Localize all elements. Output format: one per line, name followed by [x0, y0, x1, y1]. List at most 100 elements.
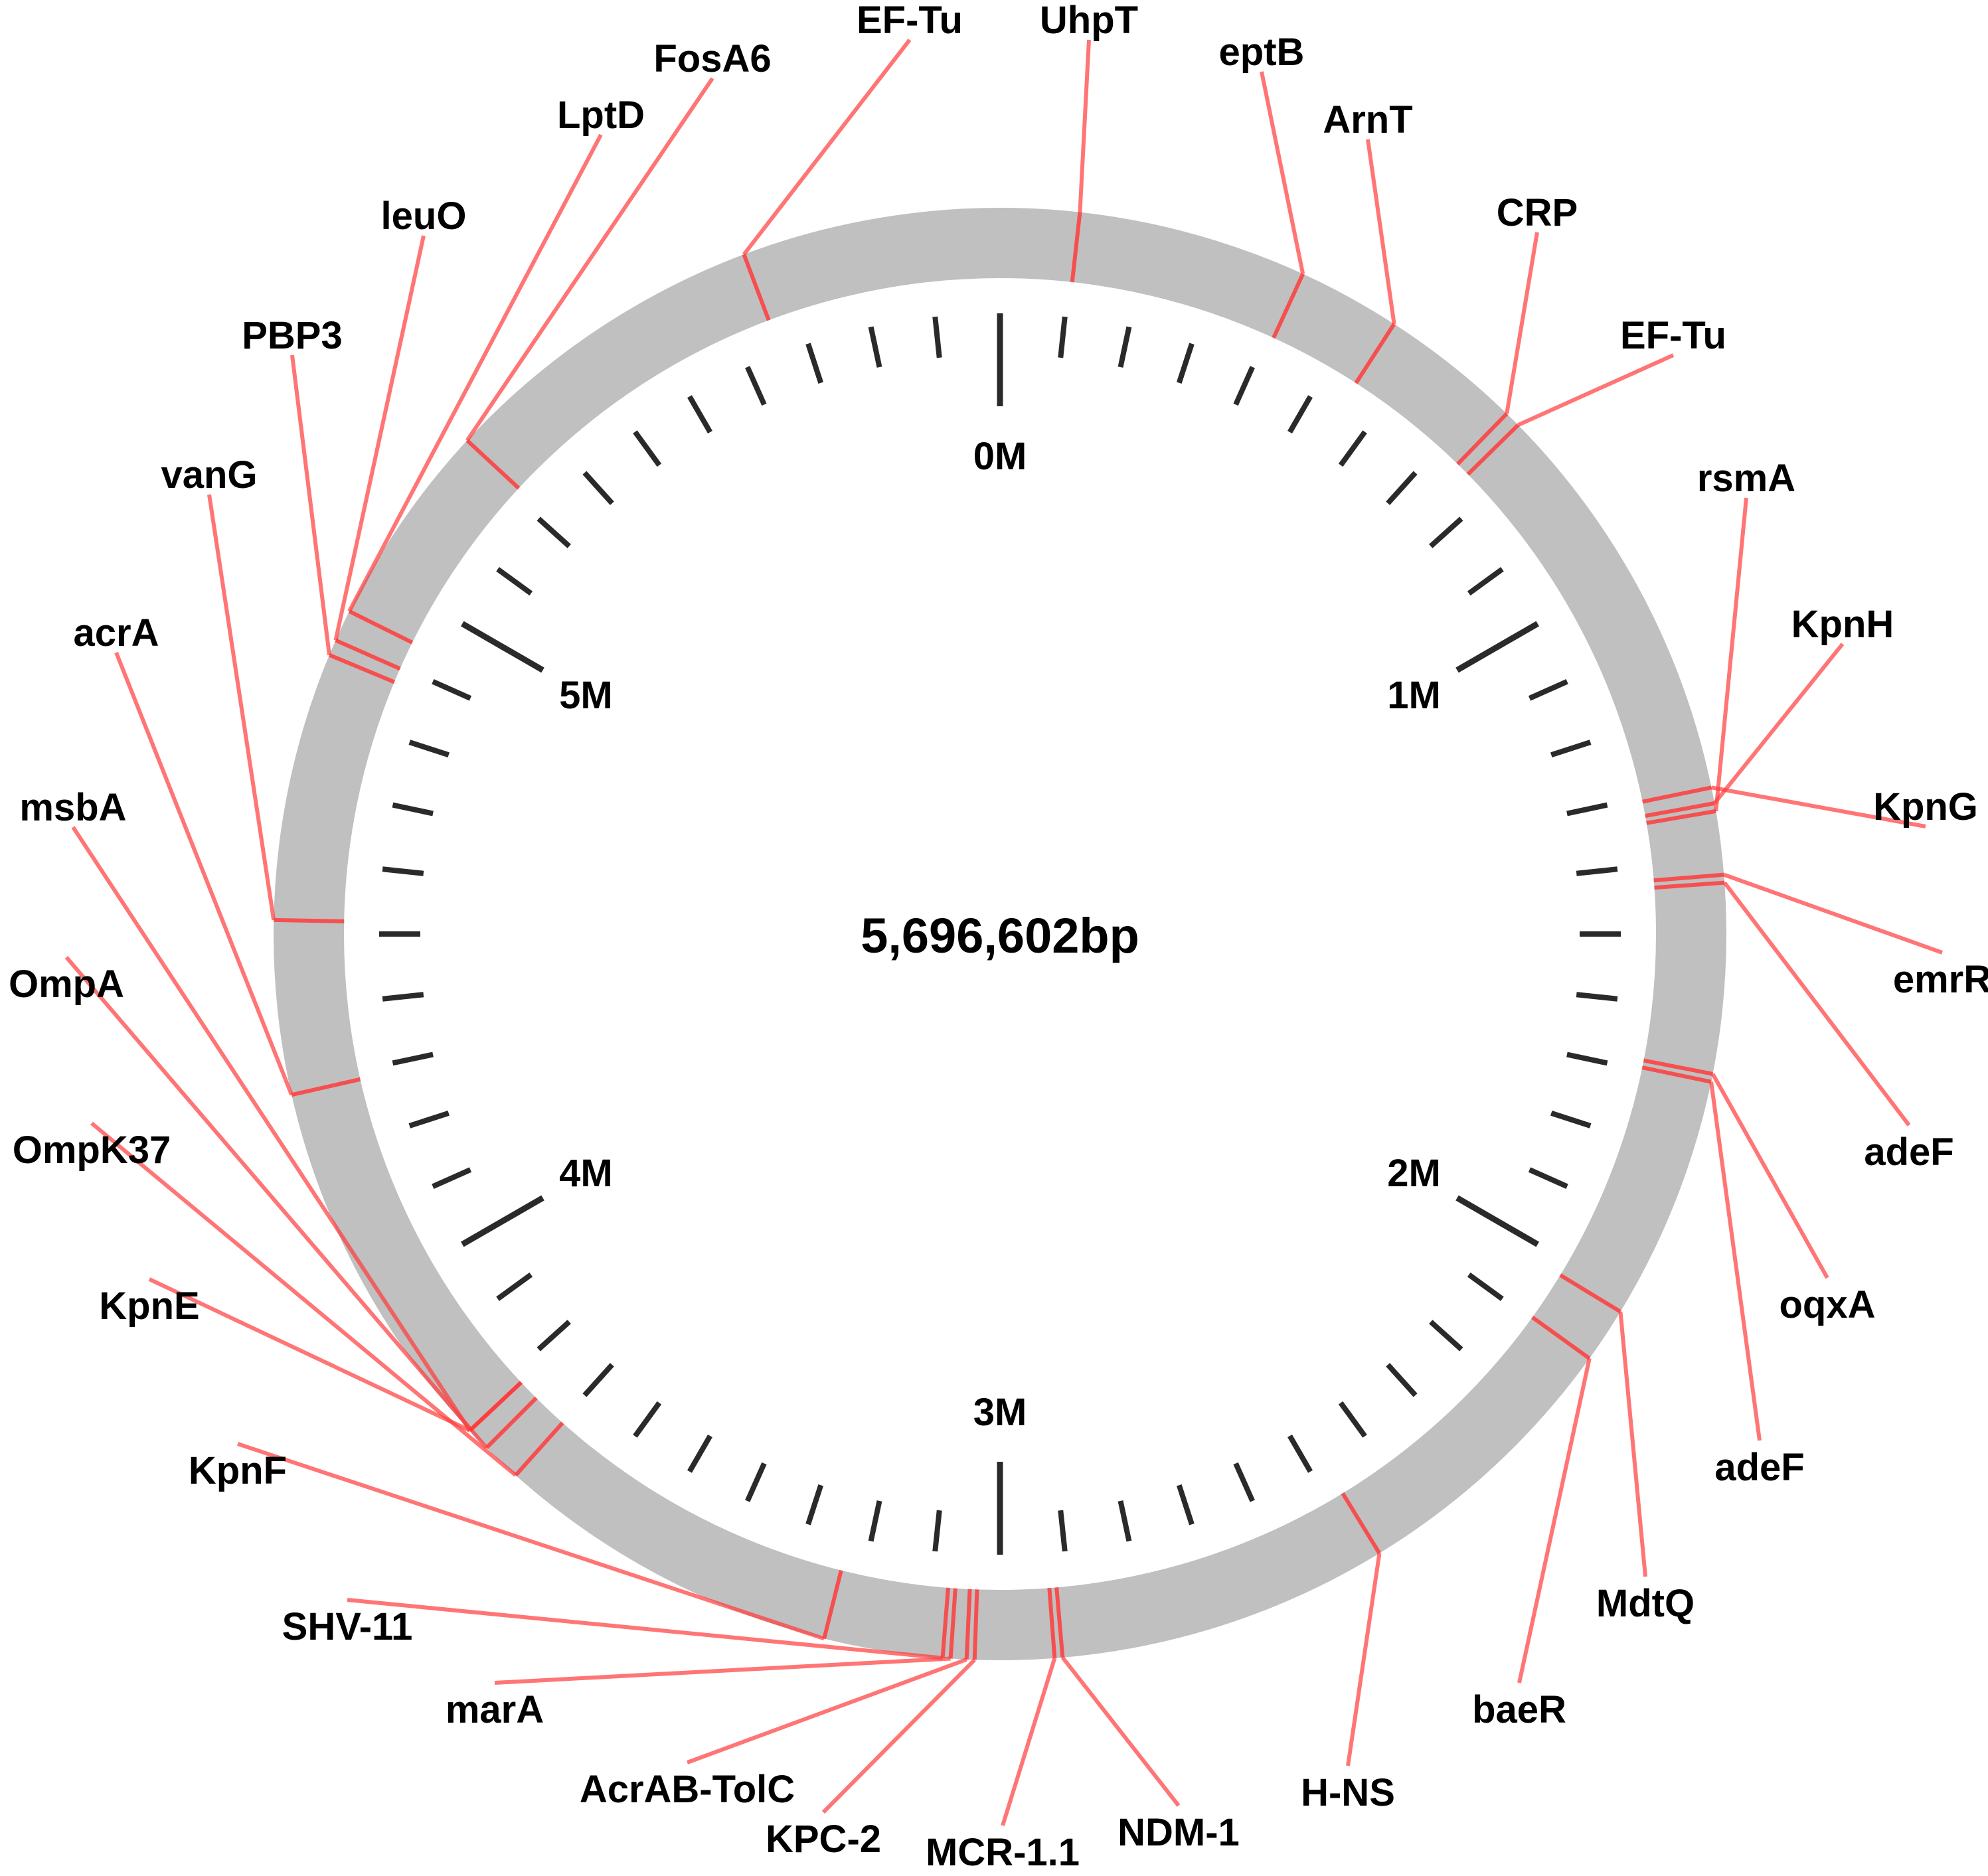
minor-tick	[687, 1435, 712, 1473]
gene-connector	[1078, 39, 1091, 212]
minor-tick	[1528, 679, 1568, 701]
gene-marker	[1456, 412, 1509, 466]
minor-tick	[1338, 430, 1367, 467]
minor-tick	[1338, 1401, 1367, 1438]
minor-tick	[582, 1363, 614, 1397]
minor-tick	[805, 343, 824, 384]
gene-label: CRP	[1497, 191, 1578, 234]
minor-tick	[432, 1167, 472, 1189]
gene-label: MdtQ	[1596, 1582, 1695, 1625]
gene-marker	[1641, 1065, 1712, 1084]
gene-labels: UhpTeptBArnTCRPEF-TursmAKpnHKpnGemrRadeF…	[9, 0, 1988, 1874]
gene-connector	[114, 651, 293, 1096]
minor-tick	[868, 1500, 882, 1542]
gene-connector	[465, 77, 714, 442]
minor-tick	[408, 1110, 450, 1129]
gene-connector	[64, 956, 489, 1449]
gene-label: emrR	[1893, 958, 1988, 1001]
major-tick	[1455, 621, 1539, 673]
gene-marker	[291, 1077, 361, 1097]
gene-label: UhpT	[1040, 0, 1138, 42]
position-ticks	[379, 313, 1621, 1555]
gene-marker	[1466, 424, 1520, 476]
gene-label: adeF	[1864, 1131, 1953, 1174]
gene-connector	[1505, 232, 1539, 414]
minor-tick	[1386, 471, 1418, 505]
minor-tick	[382, 992, 424, 1002]
gene-marker	[1559, 1273, 1621, 1314]
gene-connector	[90, 1121, 517, 1477]
minor-tick	[1233, 1462, 1255, 1502]
genome-ring-group	[274, 208, 1726, 1660]
minor-tick	[496, 1272, 533, 1301]
gene-label: MCR-1.1	[926, 1831, 1080, 1874]
gene-connector	[71, 826, 472, 1432]
gene-connector	[1709, 1081, 1762, 1441]
gene-connector	[494, 1656, 951, 1685]
gene-connector	[1618, 1311, 1647, 1577]
gene-connector	[347, 1598, 943, 1660]
gene-connector	[1366, 139, 1396, 325]
minor-tick	[1576, 866, 1618, 876]
gene-label: EF-Tu	[857, 0, 963, 42]
gene-connector	[742, 39, 912, 256]
gene-label: baeR	[1472, 1688, 1566, 1731]
minor-tick	[1287, 1435, 1313, 1473]
gene-marker	[1642, 785, 1712, 804]
gene-connector	[1517, 1358, 1592, 1683]
minor-tick	[382, 866, 424, 876]
major-tick	[461, 1195, 544, 1247]
gene-label: OmpA	[9, 963, 124, 1006]
minor-tick	[1566, 802, 1608, 817]
minor-tick	[1429, 1320, 1463, 1352]
gene-marker	[1272, 273, 1305, 339]
gene-label: KpnF	[189, 1449, 287, 1492]
gene-marker	[1645, 801, 1715, 819]
minor-tick	[1550, 740, 1592, 758]
gene-marker	[940, 1587, 950, 1658]
minor-tick	[1176, 343, 1195, 384]
gene-label: KpnG	[1873, 785, 1978, 828]
gene-label: EF-Tu	[1620, 314, 1726, 357]
tick-label: 1M	[1387, 674, 1441, 717]
gene-label: KpnE	[99, 1285, 199, 1328]
gene-marker	[1531, 1315, 1591, 1360]
minor-tick	[1176, 1484, 1195, 1525]
minor-tick	[1118, 1500, 1132, 1542]
gene-label: LptD	[557, 94, 645, 137]
gene-marker	[1047, 1587, 1057, 1659]
minor-tick	[1058, 316, 1068, 358]
genome-size-label: 5,696,602bp	[861, 908, 1139, 963]
minor-tick	[1118, 326, 1132, 368]
gene-marker	[822, 1569, 843, 1640]
minor-tick	[582, 471, 614, 505]
gene-connector	[1723, 872, 1944, 955]
gene-label: eptB	[1219, 31, 1305, 74]
gene-label: rsmA	[1697, 457, 1795, 500]
gene-label: H-NS	[1301, 1771, 1395, 1814]
minor-tick	[1287, 395, 1313, 433]
gene-connector	[686, 1658, 967, 1764]
minor-tick	[1576, 992, 1618, 1002]
gene-marker	[948, 1588, 957, 1659]
minor-tick	[1058, 1510, 1068, 1552]
minor-tick	[1233, 366, 1255, 406]
tick-label: 4M	[559, 1152, 613, 1195]
gene-connector	[1722, 881, 1911, 1127]
major-tick	[461, 621, 544, 673]
gene-label: NDM-1	[1118, 1811, 1240, 1854]
gene-marker	[348, 609, 414, 645]
minor-tick	[1467, 567, 1504, 596]
gene-marker	[465, 439, 521, 490]
gene-marker	[1341, 1492, 1382, 1555]
gene-marker	[328, 653, 395, 684]
gene-label: AcrAB-TolC	[580, 1768, 795, 1811]
minor-tick	[932, 316, 942, 358]
gene-marker	[1070, 212, 1082, 283]
gene-connector	[1517, 353, 1675, 427]
gene-label: SHV-11	[282, 1605, 413, 1648]
minor-tick	[805, 1484, 824, 1525]
gene-marker	[964, 1589, 972, 1660]
